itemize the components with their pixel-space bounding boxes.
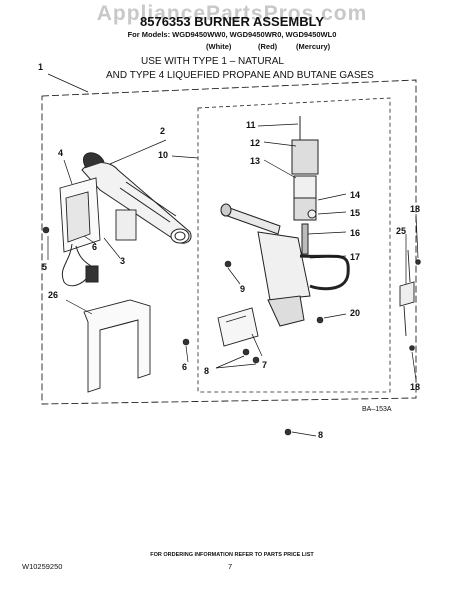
gas-type-line-2: AND TYPE 4 LIQUEFIED PROPANE AND BUTANE … bbox=[106, 70, 374, 81]
callout-6-bottom: 6 bbox=[182, 362, 188, 372]
callout-10: 10 bbox=[158, 150, 169, 160]
callout-4: 4 bbox=[58, 148, 64, 158]
leader-lines bbox=[47, 73, 419, 437]
screws bbox=[42, 226, 421, 436]
callout-26: 26 bbox=[48, 290, 59, 300]
page-title: 8576353 BURNER ASSEMBLY bbox=[140, 14, 324, 29]
variant-red: (Red) bbox=[258, 42, 278, 51]
callout-13: 13 bbox=[250, 156, 261, 166]
callout-14: 14 bbox=[350, 190, 361, 200]
callout-7: 7 bbox=[262, 360, 268, 370]
ordering-note: FOR ORDERING INFORMATION REFER TO PARTS … bbox=[150, 552, 314, 558]
page-number: 7 bbox=[228, 562, 233, 571]
callout-6-left: 6 bbox=[92, 242, 98, 252]
assembly-outline bbox=[41, 79, 417, 405]
diagram-code: BA–153A bbox=[362, 406, 392, 413]
burner-tube bbox=[81, 152, 192, 244]
watermark: AppliancePartsPros.com bbox=[96, 2, 368, 25]
callout-20: 20 bbox=[350, 308, 361, 318]
igniter-harness bbox=[61, 243, 99, 287]
callout-18-top: 18 bbox=[410, 204, 421, 214]
callout-12: 12 bbox=[250, 138, 261, 148]
burner-bracket bbox=[59, 177, 137, 253]
gas-valve bbox=[220, 116, 350, 327]
callout-5: 5 bbox=[42, 262, 48, 272]
callout-3: 3 bbox=[120, 256, 126, 266]
callout-17: 17 bbox=[350, 252, 361, 262]
callout-9: 9 bbox=[240, 284, 246, 294]
document-number: W10259250 bbox=[22, 562, 63, 571]
callout-15: 15 bbox=[350, 208, 361, 218]
variant-mercury: (Mercury) bbox=[296, 42, 331, 51]
callout-8-bottom: 8 bbox=[318, 430, 324, 440]
variant-white: (White) bbox=[206, 42, 232, 51]
callout-2: 2 bbox=[160, 126, 166, 136]
callout-8-mid: 8 bbox=[204, 366, 210, 376]
gas-type-line-1: USE WITH TYPE 1 – NATURAL bbox=[141, 56, 284, 67]
callout-16: 16 bbox=[350, 228, 361, 238]
callout-1: 1 bbox=[38, 62, 44, 72]
valve-subassembly-outline bbox=[197, 97, 391, 393]
valve-bracket bbox=[217, 307, 259, 347]
callout-25: 25 bbox=[396, 226, 407, 236]
flame-sensor bbox=[399, 249, 415, 337]
mounting-bracket bbox=[83, 299, 151, 393]
callout-18-bottom: 18 bbox=[410, 382, 421, 392]
models-line: For Models: WGD9450WW0, WGD9450WR0, WGD9… bbox=[127, 30, 337, 39]
callout-11: 11 bbox=[246, 120, 256, 130]
